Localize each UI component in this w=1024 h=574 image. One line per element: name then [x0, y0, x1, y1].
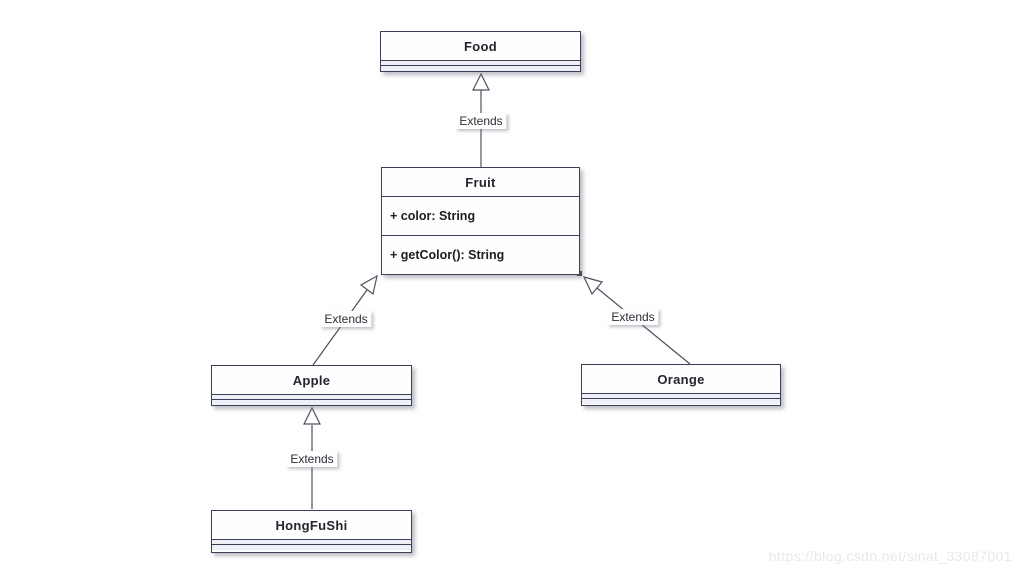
class-box-apple: Apple — [211, 365, 412, 406]
empty-methods-compartment — [381, 66, 580, 71]
empty-attributes-compartment — [212, 540, 411, 545]
empty-methods-compartment — [212, 400, 411, 405]
edge-label-apple-fruit: Extends — [320, 311, 372, 327]
class-name: Orange — [582, 365, 780, 394]
inheritance-arrowhead-hongfushi-apple — [303, 406, 321, 425]
empty-attributes-compartment — [381, 61, 580, 66]
empty-methods-compartment — [212, 545, 411, 550]
empty-attributes-compartment — [212, 395, 411, 400]
attribute-row: + color: String — [382, 197, 579, 236]
edge-label-hongfushi-apple: Extends — [286, 451, 338, 467]
inheritance-arrowhead-fruit-food — [472, 72, 490, 91]
method-row: + getColor(): String — [390, 247, 505, 262]
edge-label-fruit-food: Extends — [455, 113, 507, 129]
inheritance-arrowhead-orange-fruit — [582, 276, 604, 296]
inheritance-line-apple-fruit — [312, 289, 368, 366]
class-name: Apple — [212, 366, 411, 395]
class-name: Food — [381, 32, 580, 61]
class-box-orange: Orange — [581, 364, 781, 406]
empty-methods-compartment — [582, 399, 780, 404]
edge-label-orange-fruit: Extends — [607, 309, 659, 325]
class-name: Fruit — [382, 168, 579, 197]
watermark: https://blog.csdn.net/sinat_33087001 — [768, 548, 1012, 564]
class-name: HongFuShi — [212, 511, 411, 540]
inheritance-line-orange-fruit — [596, 287, 691, 365]
class-box-hongfushi: HongFuShi — [211, 510, 412, 553]
empty-attributes-compartment — [582, 394, 780, 399]
inheritance-arrowhead-apple-fruit — [359, 274, 378, 296]
class-box-fruit: Fruit + color: String + getColor(): Stri… — [381, 167, 580, 275]
class-box-food: Food — [380, 31, 581, 72]
